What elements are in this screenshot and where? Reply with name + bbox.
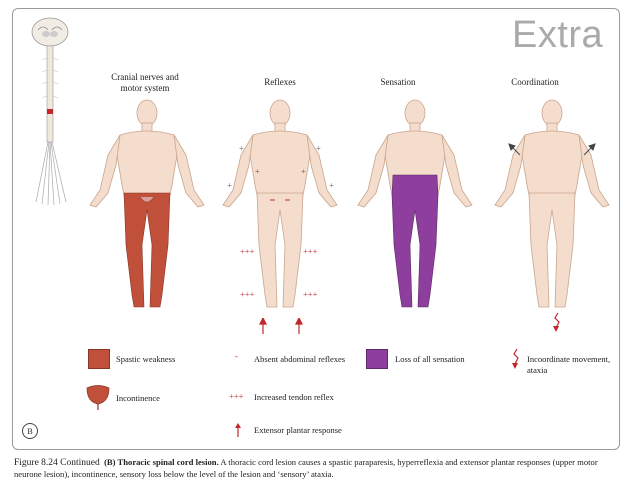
reflex-plus-mark: + [329, 180, 334, 190]
tendon-reflex-mark: +++ [303, 246, 317, 256]
body-figure-coordination [482, 95, 622, 335]
figure-caption: Figure 8.24 Continued (B) Thoracic spina… [14, 457, 619, 480]
legend-increased-tendon: Increased tendon reflex [254, 392, 334, 402]
reflex-plus-mark: + [227, 180, 232, 190]
legend-incoordinate: Incoordinate movement, ataxia [527, 354, 622, 376]
column-title-coordination: Coordination [490, 77, 580, 88]
caption-text: A thoracic cord lesion causes a spastic … [14, 457, 598, 479]
spastic-weakness-swatch [88, 349, 110, 369]
tendon-reflex-mark: +++ [240, 289, 254, 299]
caption-figure-number: Figure 8.24 Continued [14, 458, 100, 468]
legend-incontinence: Incontinence [116, 393, 160, 403]
caption-title: (B) Thoracic spinal cord lesion. [104, 457, 219, 467]
column-title-sensation: Sensation [358, 77, 438, 88]
column-title-cranial: Cranial nerves and motor system [104, 72, 186, 94]
body-figure-sensation [350, 95, 480, 320]
spinal-cord-diagram [20, 12, 80, 212]
absent-abdominal-symbol: - [235, 351, 238, 361]
sensation-loss-swatch [366, 349, 388, 369]
bladder-icon [84, 384, 112, 410]
column-title-reflexes: Reflexes [240, 77, 320, 88]
legend-sensation-loss: Loss of all sensation [395, 354, 465, 364]
extensor-plantar-icon [233, 423, 243, 437]
panel-label: B [22, 423, 38, 439]
legend-extensor-plantar: Extensor plantar response [254, 425, 342, 435]
reflex-plus-mark: + [239, 143, 244, 153]
body-figure-reflexes [215, 95, 345, 320]
legend-spastic-weakness: Spastic weakness [116, 354, 175, 364]
reflex-plus-mark: + [316, 143, 321, 153]
extra-badge: Extra [512, 14, 603, 57]
legend-absent-abdominal: Absent abdominal reflexes [254, 354, 345, 364]
lesion-marker [47, 109, 53, 114]
increased-tendon-symbol: +++ [229, 391, 243, 401]
tendon-reflex-mark: +++ [303, 289, 317, 299]
reflex-plus-mark: + [255, 166, 260, 176]
extensor-plantar-arrows [255, 318, 310, 336]
tendon-reflex-mark: +++ [240, 246, 254, 256]
incoordinate-movement-icon [510, 349, 522, 369]
reflex-plus-mark: + [301, 166, 306, 176]
body-figure-motor [82, 95, 212, 320]
